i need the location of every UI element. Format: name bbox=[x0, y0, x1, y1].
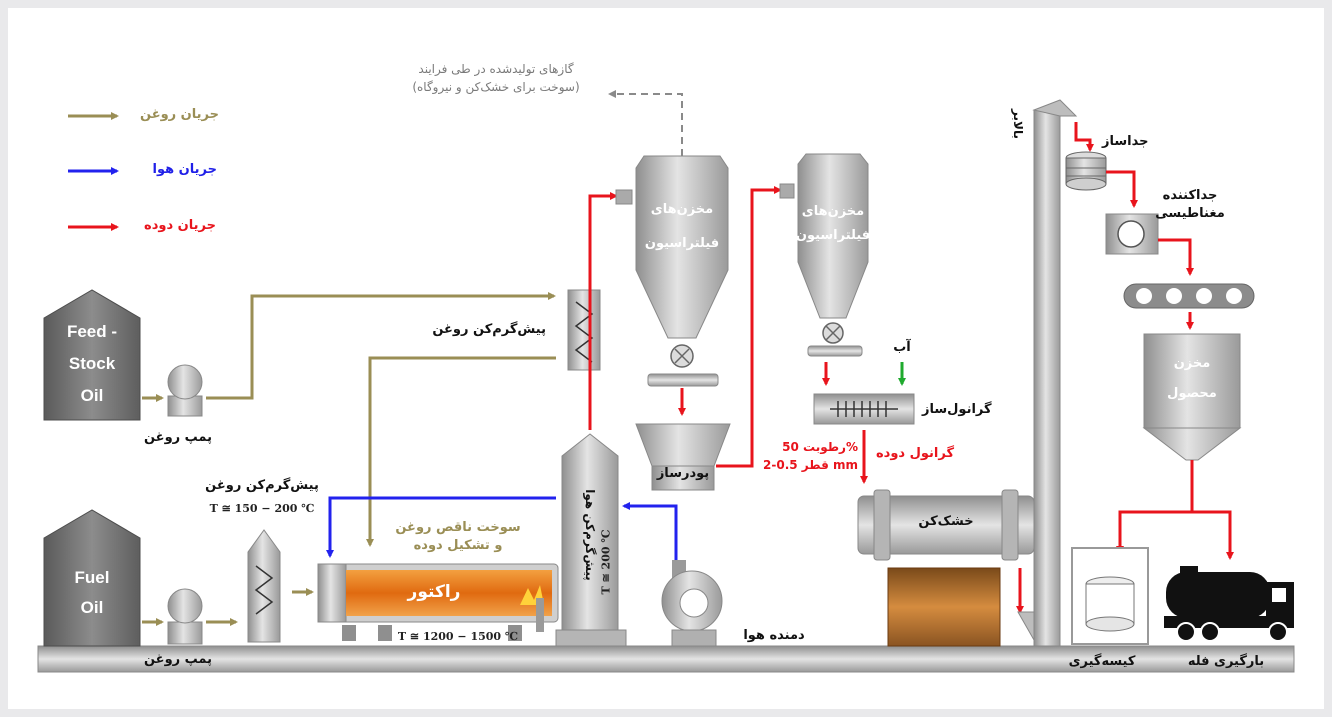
granulator bbox=[813, 393, 915, 425]
filter-silo-2-line1: مخزن‌های bbox=[801, 204, 865, 219]
oil-preheater-left bbox=[247, 529, 281, 643]
oil-line-preheater-reactor bbox=[366, 356, 556, 547]
air-preheater-label: پیش‌گرم‌کن هوا bbox=[583, 489, 597, 581]
air-blower-label: دمنده هوا bbox=[743, 628, 805, 643]
bagging-box bbox=[1071, 547, 1149, 645]
dryer-label: خشک‌کن bbox=[918, 514, 974, 529]
feedstock-tank bbox=[43, 289, 141, 421]
filter-silo-2 bbox=[779, 153, 869, 357]
gases-line2: (سوخت برای خشک‌کن و نیروگاه) bbox=[412, 80, 580, 94]
water-label: آب bbox=[893, 340, 911, 355]
elevator bbox=[1017, 99, 1078, 647]
truck-icon bbox=[1164, 566, 1294, 642]
legend-air-label: جریان هوا bbox=[152, 162, 217, 177]
oil-pump-2-label: پمپ روغن bbox=[143, 652, 213, 667]
oil-line-pump1-preheater bbox=[206, 292, 556, 400]
fuel-tank bbox=[43, 509, 141, 647]
legend-soot-label: جریان دوده bbox=[144, 218, 216, 233]
gases-line bbox=[608, 90, 683, 156]
filter-silo-1-line2: فیلتراسیون bbox=[644, 236, 720, 251]
air-blower bbox=[661, 560, 723, 647]
separator-label: جداساز bbox=[1102, 134, 1149, 149]
feedstock-line1: Feed - bbox=[66, 322, 118, 341]
air-line-blower-preheater bbox=[622, 502, 678, 560]
oil-preheater-left-label: پیش‌گرم‌کن روغن bbox=[205, 478, 319, 493]
oil-pump-1-label: پمپ روغن bbox=[143, 430, 213, 445]
reactor-temp-label: T ≅ 1200 − 1500 ℃ bbox=[397, 630, 519, 643]
separator bbox=[1065, 151, 1107, 191]
soot-line-separator-magnet bbox=[1106, 170, 1138, 208]
magnetic-line2: مغناطیسی bbox=[1155, 206, 1225, 221]
diameter-label: قطر 0.5-2 mm bbox=[763, 458, 858, 472]
air-line-preheater-reactor bbox=[326, 496, 556, 558]
soot-line-product-bagging bbox=[1116, 460, 1194, 554]
feedstock-line2: Stock bbox=[68, 354, 116, 373]
product-line2: محصول bbox=[1167, 386, 1217, 401]
oil-preheater-top-label: پیش‌گرم‌کن روغن bbox=[432, 322, 546, 337]
filter-silo-1-line1: مخزن‌های bbox=[650, 202, 714, 217]
filter-silo-1 bbox=[615, 155, 729, 387]
gases-line1: گازهای تولیدشده در طی فرایند bbox=[418, 62, 574, 76]
moisture-label: رطوبت 50% bbox=[782, 440, 858, 454]
fuel-line2: Oil bbox=[80, 598, 104, 617]
soot-line-tower-silo1 bbox=[588, 192, 618, 430]
soot-line-magnet-conveyor bbox=[1158, 238, 1194, 276]
bagging-label: کیسه‌گیری bbox=[1068, 654, 1136, 669]
oil-pump-2-icon bbox=[167, 588, 203, 645]
reactor-label: راکتور bbox=[407, 582, 461, 602]
pulverizer bbox=[635, 423, 731, 491]
soot-line-pulverizer-silo2 bbox=[716, 186, 782, 468]
preheater-temp-label: T ≅ 150 − 200 ℃ bbox=[209, 502, 315, 515]
product-line1: مخزن bbox=[1173, 356, 1211, 371]
bulk-loading-label: بارگیری فله bbox=[1187, 654, 1265, 669]
soot-line-product-truck bbox=[1192, 510, 1234, 560]
product-silo bbox=[1142, 333, 1242, 461]
dryer bbox=[857, 489, 1035, 647]
oil-pump-1-icon bbox=[167, 364, 203, 417]
feedstock-line3: Oil bbox=[80, 386, 104, 405]
soot-line-elevator-separator bbox=[1074, 122, 1094, 152]
legend-oil-label: جریان روغن bbox=[140, 107, 219, 122]
magnetic-separator bbox=[1105, 213, 1159, 255]
conveyor bbox=[1123, 283, 1255, 309]
ground-bar bbox=[37, 645, 1295, 673]
air-preheater-tower bbox=[555, 433, 627, 647]
reactor bbox=[317, 563, 559, 641]
oil-preheater-top bbox=[567, 289, 601, 371]
pulverizer-label: پودرساز bbox=[656, 466, 710, 481]
elevator-label: بالابر bbox=[1011, 109, 1025, 139]
combustion-line2: و تشکیل دوده bbox=[413, 538, 503, 553]
fuel-line1: Fuel bbox=[74, 568, 110, 587]
granule-label: گرانول دوده bbox=[876, 446, 955, 461]
combustion-line1: سوخت ناقص روغن bbox=[395, 520, 521, 535]
granulator-label: گرانول‌ساز bbox=[922, 402, 992, 417]
air-preheater-temp-label: T ≅ 200 ℃ bbox=[599, 529, 613, 595]
magnetic-line1: جداکننده bbox=[1162, 188, 1218, 203]
filter-silo-2-line2: فیلتراسیون bbox=[795, 228, 871, 243]
